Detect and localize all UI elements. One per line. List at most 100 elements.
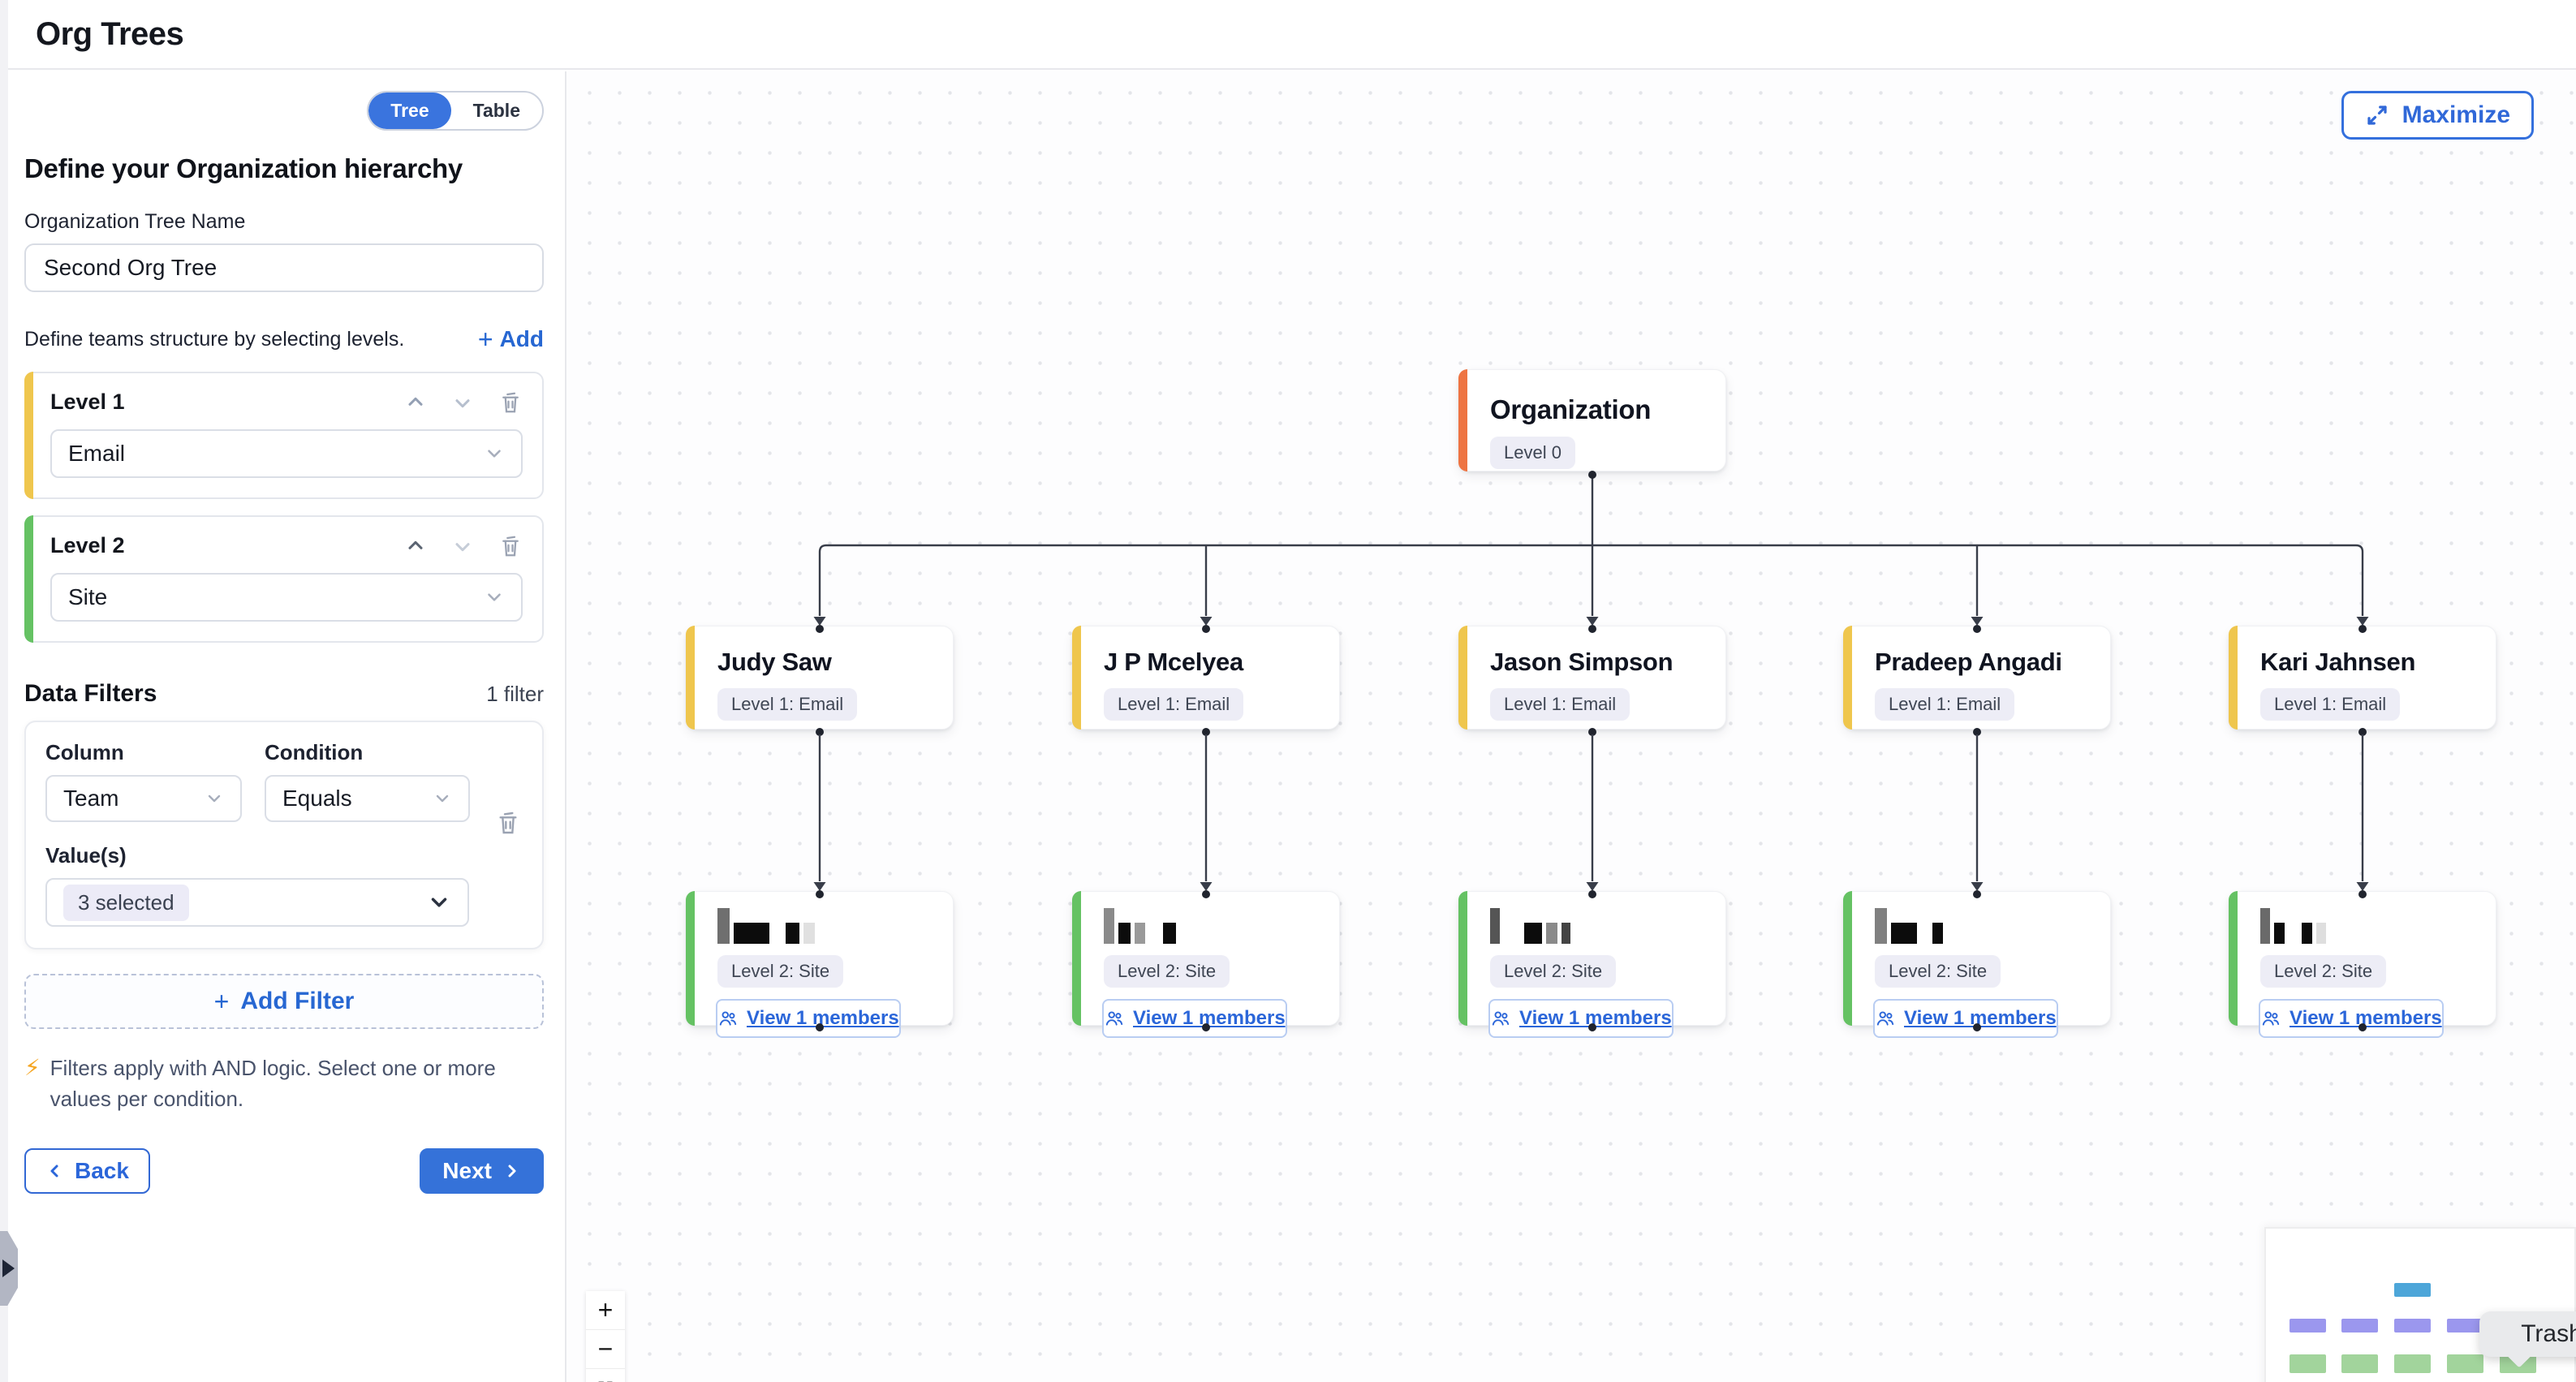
level-badge: Level 2: Site — [1490, 955, 1617, 988]
zoom-in-button[interactable]: + — [586, 1291, 625, 1330]
view-members-label: View 1 members — [747, 1007, 899, 1029]
chevron-down-icon — [431, 898, 447, 907]
view-members-button[interactable]: View 1 members — [1488, 999, 1674, 1038]
level-badge: Level 1: Email — [1104, 688, 1244, 721]
minimap-node — [2290, 1354, 2326, 1373]
sidebar-expand-handle[interactable] — [0, 1231, 18, 1306]
chevron-down-icon — [488, 593, 501, 601]
view-members-button[interactable]: View 1 members — [1102, 999, 1287, 1038]
trash-tooltip: Trash — [2479, 1311, 2576, 1368]
view-members-label: View 1 members — [1519, 1007, 1672, 1029]
plus-icon: + — [477, 325, 493, 354]
delete-level-icon[interactable] — [498, 390, 523, 415]
fit-view-icon — [598, 1381, 613, 1382]
expand-icon — [2367, 105, 2387, 125]
org-node-level2[interactable]: Level 2: Site View 1 members — [2229, 891, 2496, 1038]
minimap-node — [2394, 1354, 2431, 1373]
view-members-button[interactable]: View 1 members — [2259, 999, 2444, 1038]
back-button[interactable]: Back — [24, 1148, 150, 1195]
zoom-out-button[interactable]: − — [586, 1330, 625, 1369]
redacted-name — [1104, 908, 1323, 944]
filters-note: ⚡ Filters apply with AND logic. Select o… — [24, 1053, 544, 1114]
values-label: Value(s) — [45, 843, 127, 868]
delete-filter-icon[interactable] — [495, 810, 521, 836]
filter-card: Column Condition Team Equals Value(s) 3 … — [24, 721, 544, 949]
org-node-level2[interactable]: Level 2: Site View 1 members — [1843, 891, 2111, 1038]
fit-view-button[interactable] — [586, 1369, 625, 1382]
view-members-button[interactable]: View 1 members — [716, 999, 901, 1038]
minimap-node — [2394, 1283, 2431, 1297]
level-2-select[interactable]: Site — [50, 573, 523, 622]
level-badge: Level 1: Email — [717, 688, 858, 721]
condition-select[interactable]: Equals — [265, 775, 470, 822]
move-down-icon[interactable] — [451, 535, 474, 558]
minimap[interactable] — [2264, 1227, 2576, 1382]
minimap-node — [2394, 1319, 2431, 1332]
move-up-icon[interactable] — [404, 535, 427, 558]
view-toggle-row: Tree Table — [24, 91, 544, 131]
minimap-node — [2447, 1354, 2483, 1373]
selected-count-chip: 3 selected — [63, 884, 189, 921]
add-level-button[interactable]: + Add — [477, 325, 544, 354]
move-up-icon[interactable] — [404, 391, 427, 414]
view-members-label: View 1 members — [1133, 1007, 1286, 1029]
tree-table-toggle[interactable]: Tree Table — [367, 91, 544, 131]
chevron-right-icon — [508, 1165, 516, 1177]
node-title: Kari Jahnsen — [2260, 648, 2416, 676]
toggle-option-tree[interactable]: Tree — [368, 93, 451, 129]
add-filter-button[interactable]: + Add Filter — [24, 974, 544, 1029]
view-members-label: View 1 members — [2290, 1007, 2442, 1029]
tree-name-input[interactable] — [24, 243, 544, 292]
node-title: Pradeep Angadi — [1875, 648, 2062, 676]
condition-label: Condition — [265, 740, 364, 764]
left-gutter — [0, 0, 8, 1382]
delete-level-icon[interactable] — [498, 534, 523, 558]
level-badge: Level 2: Site — [2260, 955, 2387, 988]
level-badge: Level 1: Email — [1490, 688, 1630, 721]
hierarchy-heading: Define your Organization hierarchy — [24, 153, 463, 183]
chevron-down-icon — [436, 794, 449, 803]
redacted-name — [1490, 908, 1709, 944]
level-1-select[interactable]: Email — [50, 429, 523, 478]
org-node-level2[interactable]: Level 2: Site View 1 members — [1458, 891, 1726, 1038]
level-badge: Level 2: Site — [717, 955, 844, 988]
redacted-name — [1875, 908, 2094, 944]
plus-icon: + — [213, 986, 230, 1016]
people-icon — [719, 1011, 737, 1026]
people-icon — [2262, 1011, 2280, 1026]
minimap-node — [2447, 1319, 2483, 1332]
lightning-icon: ⚡ — [24, 1055, 41, 1080]
levels-hint: Define teams structure by selecting leve… — [24, 327, 405, 351]
tree-name-label: Organization Tree Name — [24, 210, 246, 233]
data-filters-heading: Data Filters — [24, 680, 157, 707]
org-node-level2[interactable]: Level 2: Site View 1 members — [1072, 891, 1340, 1038]
node-title: J P Mcelyea — [1104, 648, 1243, 676]
move-down-icon[interactable] — [451, 391, 474, 414]
minimap-node — [2341, 1319, 2378, 1332]
next-button[interactable]: Next — [420, 1148, 544, 1195]
filter-count: 1 filter — [486, 682, 544, 706]
play-icon — [2, 1259, 15, 1277]
maximize-button[interactable]: Maximize — [2341, 91, 2534, 140]
toggle-option-table[interactable]: Table — [472, 100, 520, 121]
people-icon — [1876, 1011, 1894, 1026]
redacted-name — [2260, 908, 2479, 944]
sidebar: Tree Table Define your Organization hier… — [8, 71, 566, 1382]
page-title: Org Trees — [36, 15, 184, 52]
chevron-left-icon — [50, 1165, 58, 1177]
org-node-level2[interactable]: Level 2: Site View 1 members — [686, 891, 954, 1038]
column-select[interactable]: Team — [45, 775, 242, 822]
zoom-controls: + − — [586, 1291, 625, 1382]
column-label: Column — [45, 740, 124, 764]
values-select[interactable]: 3 selected — [45, 878, 469, 927]
view-members-button[interactable]: View 1 members — [1873, 999, 2058, 1038]
level-badge: Level 0 — [1490, 437, 1575, 469]
